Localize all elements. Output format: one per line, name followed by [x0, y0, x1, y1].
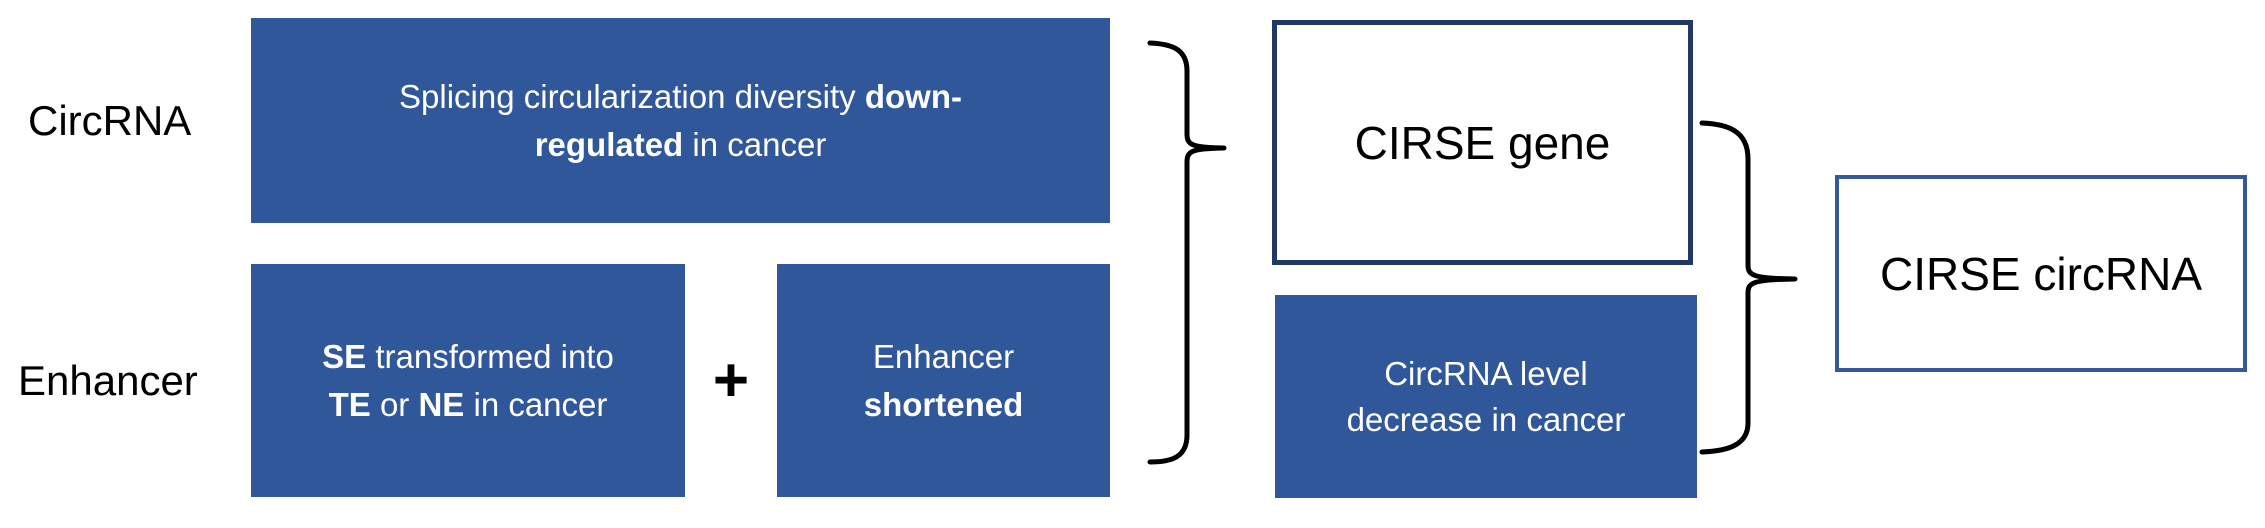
box-se-transformed-line2: TE or NE in cancer	[328, 385, 608, 423]
box-enhancer-shortened-line2: shortened	[863, 385, 1024, 423]
box-cirse-circrna: CIRSE circRNA	[1835, 175, 2247, 372]
box-enhancer-shortened: Enhancer shortened	[777, 264, 1110, 497]
box-cirse-gene: CIRSE gene	[1272, 20, 1693, 265]
box-enhancer-shortened-line1: Enhancer	[872, 337, 1015, 375]
curly-brace-left-icon	[1147, 40, 1227, 465]
box-circrna-level: CircRNA level decrease in cancer	[1275, 295, 1697, 498]
row-label-enhancer: Enhancer	[18, 356, 198, 404]
box-splicing-diversity-line1: Splicing circularization diversity down-	[399, 77, 962, 115]
box-se-transformed: SE transformed into TE or NE in cancer	[251, 264, 685, 497]
row-label-circrna: CircRNA	[28, 96, 192, 144]
box-splicing-diversity: Splicing circularization diversity down-…	[251, 18, 1110, 223]
box-se-transformed-line1: SE transformed into	[322, 337, 614, 375]
plus-operator: +	[712, 346, 750, 415]
curly-brace-right-icon	[1699, 120, 1798, 455]
box-splicing-diversity-line2: regulated in cancer	[534, 125, 827, 163]
box-circrna-level-line2: decrease in cancer	[1346, 400, 1626, 438]
box-circrna-level-line1: CircRNA level	[1384, 354, 1588, 392]
